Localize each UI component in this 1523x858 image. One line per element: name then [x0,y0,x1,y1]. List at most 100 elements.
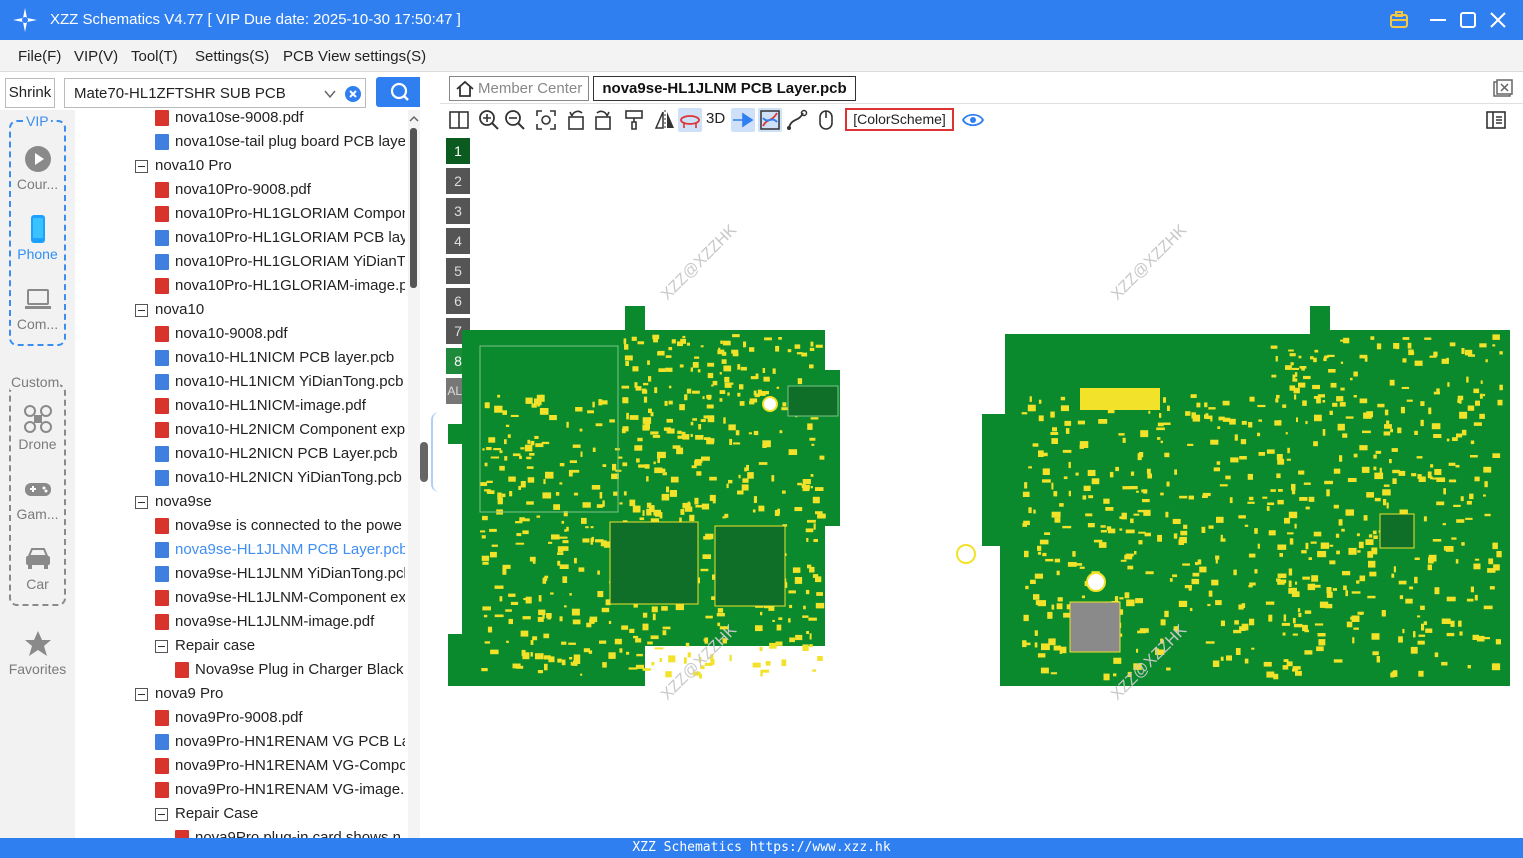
tree-file[interactable]: nova10-HL2NICM Component exp [155,418,405,442]
pcb-pad [1077,420,1085,425]
tree-file[interactable]: nova9se is connected to the powe [155,514,405,538]
maximize-icon[interactable] [1456,8,1480,32]
tree-file[interactable]: nova9Pro-HN1RENAM VG PCB Lay [155,730,405,754]
collapse-toggle-icon[interactable] [155,640,168,653]
layer-button-5[interactable]: 5 [446,258,470,284]
tree-file[interactable]: nova10Pro-HL1GLORIAM Compon [155,202,405,226]
format-painter-icon[interactable] [622,108,646,132]
briefcase-icon[interactable] [1387,8,1411,32]
zoom-in-icon[interactable] [477,108,501,132]
collapse-toggle-icon[interactable] [135,688,148,701]
rail-item-phone[interactable]: Phone [0,214,75,262]
search-button[interactable] [376,77,425,107]
tree-file[interactable]: nova10Pro-HL1GLORIAM-image.pd [155,274,405,298]
panel-splitter[interactable] [420,72,440,838]
pin-toggle[interactable] [731,108,755,132]
pcb-pad [1368,560,1376,568]
tree-file[interactable]: nova10-HL1NICM-image.pdf [155,394,405,418]
tree-file[interactable]: nova10-HL2NICN YiDianTong.pcb [155,466,405,490]
visibility-eye-icon[interactable] [961,108,985,132]
layer-button-4[interactable]: 4 [446,228,470,254]
tree-scrollbar[interactable] [408,110,420,838]
pcb-pad [1324,480,1333,485]
menu-vip[interactable]: VIP(V) [74,48,119,65]
tree-file[interactable]: nova10-HL1NICM YiDianTong.pcb [155,370,405,394]
collapse-toggle-icon[interactable] [135,496,148,509]
collapse-toggle-icon[interactable] [135,160,148,173]
rail-item-favorites[interactable]: Favorites [0,629,75,677]
chevron-down-icon[interactable] [323,87,337,101]
scroll-up-icon[interactable] [408,112,420,126]
menu-settings[interactable]: Settings(S) [195,48,270,65]
tree-folder[interactable]: nova10 [135,298,405,322]
layer-button-3[interactable]: 3 [446,198,470,224]
tree-file[interactable]: nova9se-HL1JLNM-image.pdf [155,610,405,634]
tree-file[interactable]: nova10-HL2NICN PCB Layer.pcb [155,442,405,466]
tree-file[interactable]: nova9Pro-9008.pdf [155,706,405,730]
tree-file[interactable]: nova10Pro-9008.pdf [155,178,405,202]
pcb-pad [1266,671,1275,678]
side-panel-icon[interactable] [1484,108,1508,132]
rail-item-car[interactable]: Car [0,544,75,592]
tree-file[interactable]: nova9se-HL1JLNM PCB Layer.pcb [155,538,405,562]
collapse-handle[interactable] [420,442,428,482]
tab-pcb-layer[interactable]: nova9se-HL1JLNM PCB Layer.pcb [593,76,856,101]
mouse-mode-icon[interactable] [814,108,838,132]
tree-folder[interactable]: Repair Case [155,802,405,826]
close-tab-icon[interactable] [1492,78,1514,100]
rail-item-game[interactable]: Gam... [0,474,75,522]
tree-file[interactable]: nova10se-9008.pdf [155,110,405,130]
rail-item-courses[interactable]: Cour... [0,144,75,192]
minimize-icon[interactable] [1426,8,1450,32]
rail-item-computer[interactable]: Com... [0,284,75,332]
pcb-board-view[interactable] [440,134,1523,838]
pdf-file-icon [155,518,169,534]
pcb-pad [722,638,727,644]
mirror-icon[interactable] [653,108,677,132]
pcb-pad [665,671,672,678]
scroll-thumb[interactable] [410,128,417,288]
tree-file[interactable]: nova10-9008.pdf [155,322,405,346]
menu-tool[interactable]: Tool(T) [131,48,178,65]
tree-file[interactable]: Nova9se Plug in Charger Black [175,658,405,682]
tree-file[interactable]: nova9Pro-HN1RENAM VG-Compo [155,754,405,778]
zoom-out-icon[interactable] [503,108,527,132]
color-scheme-button[interactable]: [ColorScheme] [845,108,954,131]
layer-button-6[interactable]: 6 [446,288,470,314]
tree-file[interactable]: nova10se-tail plug board PCB laye [155,130,405,154]
tree-file[interactable]: nova9se-HL1JLNM-Component ex [155,586,405,610]
split-view-icon[interactable] [447,108,471,132]
flip-board-toggle[interactable] [678,108,702,132]
tab-member-center[interactable]: Member Center [449,76,589,101]
board-search-combo[interactable]: Mate70-HL1ZFTSHR SUB PCB [64,78,366,108]
collapse-toggle-icon[interactable] [155,808,168,821]
tree-file[interactable]: nova9se-HL1JLNM YiDianTong.pcl [155,562,405,586]
menu-file[interactable]: File(F) [18,48,62,65]
tree-folder[interactable]: nova10 Pro [135,154,405,178]
shrink-button[interactable]: Shrink [5,78,55,108]
tree-file[interactable]: nova9Pro plug-in card shows n [175,826,405,838]
collapse-toggle-icon[interactable] [135,304,148,317]
tree-folder[interactable]: Repair case [155,634,405,658]
tree-file[interactable]: nova10-HL1NICM PCB layer.pcb [155,346,405,370]
net-highlight-toggle[interactable] [758,108,782,132]
rail-item-drone[interactable]: Drone [0,404,75,452]
rotate-right-icon[interactable] [591,108,615,132]
tree-folder[interactable]: nova9 Pro [135,682,405,706]
clear-icon[interactable] [345,86,361,102]
tree-file[interactable]: nova10Pro-HL1GLORIAM PCB laye [155,226,405,250]
tree-file[interactable]: nova9Pro-HN1RENAM VG-image. [155,778,405,802]
tree-file[interactable]: nova10Pro-HL1GLORIAM YiDianTo [155,250,405,274]
tree-folder[interactable]: nova9se [135,490,405,514]
rotate-left-icon[interactable] [564,108,588,132]
menu-pcb-view-settings[interactable]: PCB View settings(S) [283,48,427,65]
fit-view-icon[interactable] [534,108,558,132]
layer-button-2[interactable]: 2 [446,168,470,194]
pcb-pad [543,479,546,485]
trace-route-icon[interactable] [785,108,809,132]
3d-button[interactable]: 3D [706,110,726,127]
layer-button-1[interactable]: 1 [446,138,470,164]
close-icon[interactable] [1486,8,1510,32]
pcb-pad [1418,476,1426,482]
